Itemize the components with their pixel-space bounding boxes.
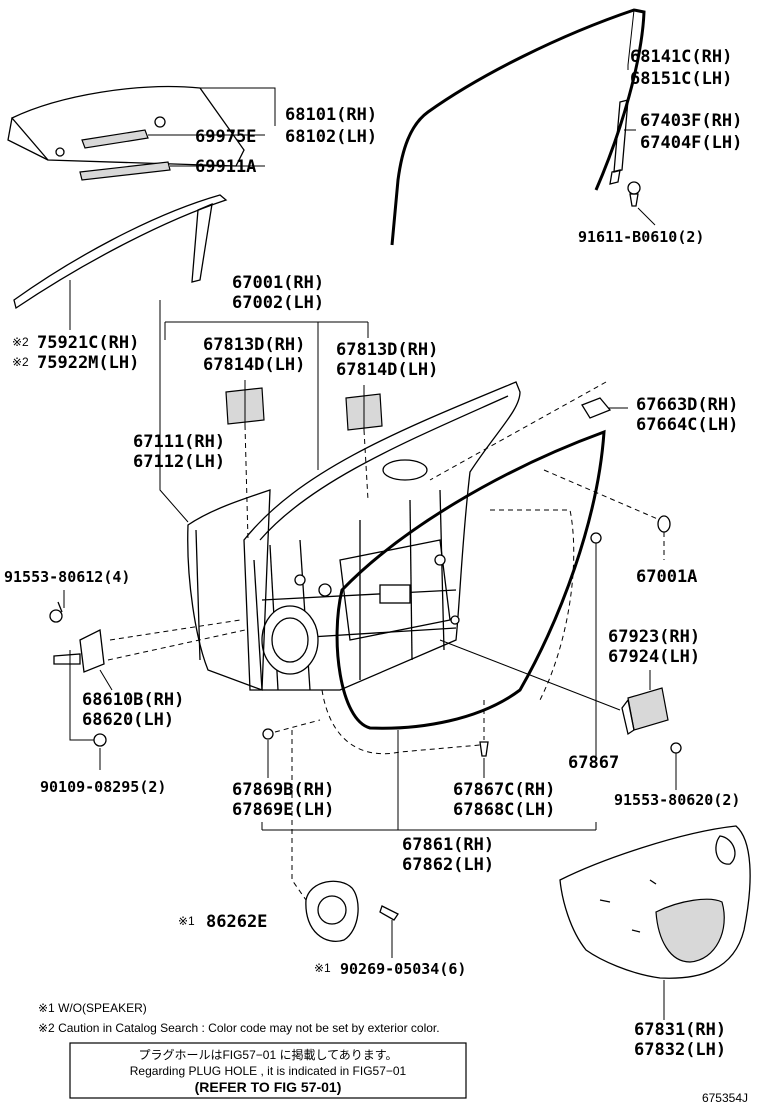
- footnote-2: ※2 Caution in Catalog Search : Color cod…: [38, 1021, 440, 1035]
- label-75921C: 75921C(RH): [37, 333, 139, 353]
- door-glass: [7, 85, 276, 181]
- footnote-1: ※1 W/O(SPEAKER): [38, 1001, 147, 1015]
- reference-line-jp: プラグホールはFIG57−01 に掲載してあります。: [138, 1047, 397, 1062]
- glass-run-channel: [390, 8, 646, 246]
- label-67664C: 67664C(LH): [636, 415, 738, 435]
- callout-67001: [164, 321, 369, 470]
- label-68102: 68102(LH): [285, 127, 377, 147]
- division-bar: [609, 99, 656, 226]
- label-91611: 91611-B0610(2): [578, 228, 704, 246]
- reference-line-fig: (REFER TO FIG 57-01): [195, 1079, 342, 1095]
- door-speaker: [291, 730, 399, 958]
- label-67869E: 67869E(LH): [232, 800, 334, 820]
- reference-line-en: Regarding PLUG HOLE , it is indicated in…: [130, 1064, 407, 1078]
- door-clip: [581, 397, 628, 419]
- label-67862: 67862(LH): [402, 855, 494, 875]
- label-67663D: 67663D(RH): [636, 395, 738, 415]
- reference-box: [69, 1042, 467, 1099]
- sealing-pads: [225, 380, 383, 541]
- label-67814D-right: 67814D(LH): [336, 360, 438, 380]
- label-67831: 67831(RH): [634, 1020, 726, 1040]
- label-67112: 67112(LH): [133, 452, 225, 472]
- door-trim-panel: [559, 825, 751, 1020]
- note-mark-2b: ※2: [12, 355, 29, 369]
- door-shell: [243, 381, 521, 691]
- label-67868C: 67868C(LH): [453, 800, 555, 820]
- label-67867C: 67867C(RH): [453, 780, 555, 800]
- label-67861: 67861(RH): [402, 835, 494, 855]
- door-lock: [439, 639, 682, 790]
- label-68620: 68620(LH): [82, 710, 174, 730]
- label-86262E: 86262E: [206, 912, 267, 932]
- label-91553-80612: 91553-80612(4): [4, 568, 130, 586]
- label-91553-80620: 91553-80620(2): [614, 791, 740, 809]
- label-68151C: 68151C(LH): [630, 69, 732, 89]
- label-67001: 67001(RH): [232, 273, 324, 293]
- label-67002: 67002(LH): [232, 293, 324, 313]
- figure-id: 675354J: [702, 1091, 748, 1105]
- label-75922M: 75922M(LH): [37, 353, 139, 373]
- callout-67861: [261, 730, 597, 831]
- label-90109: 90109-08295(2): [40, 778, 166, 796]
- label-69911A: 69911A: [195, 157, 256, 177]
- label-67814D-left: 67814D(LH): [203, 355, 305, 375]
- note-mark-2a: ※2: [12, 335, 29, 349]
- hole-plug: [657, 515, 671, 560]
- label-67832: 67832(LH): [634, 1040, 726, 1060]
- label-67001A: 67001A: [636, 567, 697, 587]
- label-68610B: 68610B(RH): [82, 690, 184, 710]
- weatherstrip-clips: [262, 532, 602, 778]
- label-67867: 67867: [568, 753, 619, 773]
- label-67403F: 67403F(RH): [640, 111, 742, 131]
- belt-molding: [13, 194, 228, 330]
- label-67813D-left: 67813D(RH): [203, 335, 305, 355]
- label-67111: 67111(RH): [133, 432, 225, 452]
- note-mark-1b: ※1: [314, 961, 331, 975]
- outer-door-panel: [159, 300, 271, 691]
- label-68141C: 68141C(RH): [630, 47, 732, 67]
- label-67404F: 67404F(LH): [640, 133, 742, 153]
- label-67924: 67924(LH): [608, 647, 700, 667]
- label-68101: 68101(RH): [285, 105, 377, 125]
- label-67869B: 67869B(RH): [232, 780, 334, 800]
- door-hinge: [49, 590, 246, 770]
- note-mark-1a: ※1: [178, 914, 195, 928]
- label-69975E: 69975E: [195, 127, 256, 147]
- label-67923: 67923(RH): [608, 627, 700, 647]
- label-67813D-right: 67813D(RH): [336, 340, 438, 360]
- label-90269: 90269-05034(6): [340, 960, 466, 978]
- door-weatherstrip: [321, 381, 661, 755]
